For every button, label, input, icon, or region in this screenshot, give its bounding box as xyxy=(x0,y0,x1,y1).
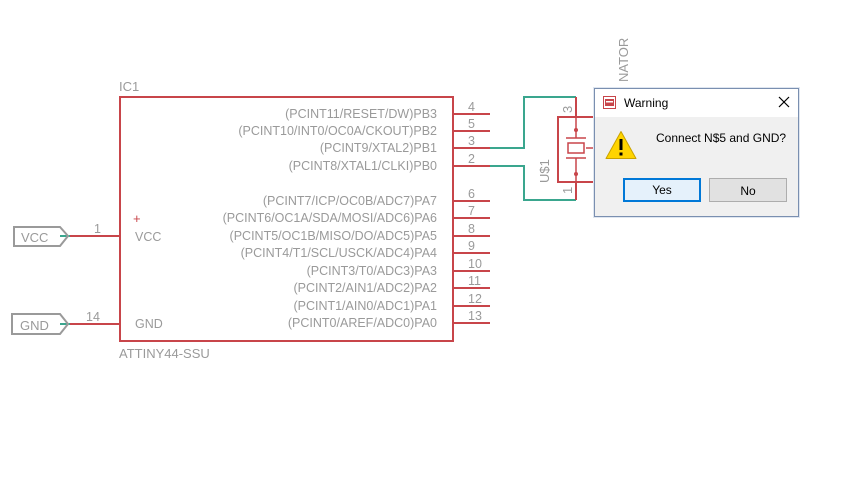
vcc-port-label: VCC xyxy=(21,230,48,245)
vcc-pin-num: 1 xyxy=(94,222,101,236)
yes-button[interactable]: Yes xyxy=(623,178,701,202)
ic-pin-label: (PCINT2/AIN1/ADC2)PA2 xyxy=(293,281,437,295)
ic-pin-number: 3 xyxy=(468,134,475,148)
ic-pin-label: (PCINT7/ICP/OC0B/ADC7)PA7 xyxy=(263,194,437,208)
net-pb0[interactable] xyxy=(490,165,576,201)
eagle-app-icon xyxy=(603,96,616,109)
net-pb1[interactable] xyxy=(490,96,576,149)
no-button[interactable]: No xyxy=(709,178,787,202)
ic-pin-number: 11 xyxy=(468,274,481,288)
resonator-pin1-num: 1 xyxy=(560,187,575,194)
warning-triangle-icon xyxy=(605,131,637,159)
resonator-name: U$1 xyxy=(537,159,552,183)
ic-pin-label: (PCINT10/INT0/OC0A/CKOUT)PB2 xyxy=(238,124,437,138)
ic-pin-label: (PCINT3/T0/ADC3)PA3 xyxy=(307,264,437,278)
ic-pin-number: 2 xyxy=(468,152,475,166)
resonator-value: NATOR xyxy=(616,38,631,82)
dialog-title: Warning xyxy=(624,96,669,110)
junction-top xyxy=(574,128,578,132)
close-icon[interactable] xyxy=(776,94,792,110)
ic-pin-label: (PCINT11/RESET/DW)PB3 xyxy=(285,107,437,121)
ic-pin-label: (PCINT9/XTAL2)PB1 xyxy=(320,141,437,155)
ic-pin-label: (PCINT0/AREF/ADC0)PA0 xyxy=(288,316,437,330)
resonator-crystal xyxy=(567,142,585,154)
vcc-pin-label: VCC xyxy=(135,230,161,244)
ic-pin-label: (PCINT1/AIN0/ADC1)PA1 xyxy=(293,299,437,313)
ic1-name: IC1 xyxy=(119,79,139,94)
gnd-port-label: GND xyxy=(20,318,49,333)
ic-pin-number: 10 xyxy=(468,257,482,271)
ic-pin-label: (PCINT5/OC1B/MISO/DO/ADC5)PA5 xyxy=(230,229,437,243)
ic-pin-number: 7 xyxy=(468,204,475,218)
ic-pin-number: 9 xyxy=(468,239,475,253)
ic-pin-number: 8 xyxy=(468,222,475,236)
ic-pin-number: 5 xyxy=(468,117,475,131)
vcc-port-symbol[interactable] xyxy=(13,226,70,247)
ic-pin-number: 13 xyxy=(468,309,482,323)
dialog-titlebar[interactable]: Warning xyxy=(595,89,798,117)
ic-pin-number: 6 xyxy=(468,187,475,201)
ic-pin-label: (PCINT4/T1/SCL/USCK/ADC4)PA4 xyxy=(241,246,437,260)
dialog-message: Connect N$5 and GND? xyxy=(656,131,787,145)
gnd-pin-num: 14 xyxy=(86,310,100,324)
warning-dialog: Warning Connect N$5 and GND? Yes No xyxy=(594,88,799,217)
gnd-port-symbol[interactable] xyxy=(11,313,70,335)
resonator-pin3-num: 3 xyxy=(560,106,575,113)
ic-pin-number: 12 xyxy=(468,292,482,306)
ic1-value: ATTINY44-SSU xyxy=(119,346,210,361)
plus-sign: + xyxy=(133,211,141,226)
ic-pin-label: (PCINT8/XTAL1/CLKI)PB0 xyxy=(289,159,437,173)
ic-pin-label: (PCINT6/OC1A/SDA/MOSI/ADC6)PA6 xyxy=(223,211,437,225)
ic-pin-number: 4 xyxy=(468,100,475,114)
dialog-body: Connect N$5 and GND? Yes No xyxy=(595,117,798,216)
junction-bottom xyxy=(574,172,578,176)
gnd-pin-label: GND xyxy=(135,317,163,331)
right-pins-group: 4 (PCINT11/RESET/DW)PB3 5 (PCINT10/INT0/OC0… xyxy=(223,100,490,330)
